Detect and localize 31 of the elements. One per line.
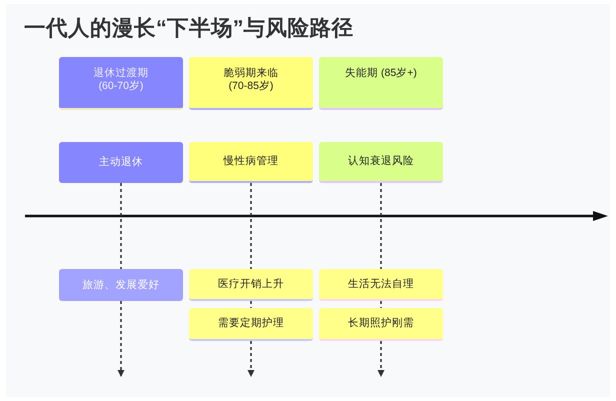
diagram-title: 一代人的漫长“下半场”与风险路径 [24,15,354,42]
phase-label: 退休过渡期 (60-70岁) [92,67,150,93]
event-label: 医疗开销上升 [218,278,284,290]
event-label: 长期照护刚需 [348,317,414,330]
dashed-connector-line [250,183,252,269]
phase-card [189,57,313,110]
dashed-arrow [118,301,124,377]
period-card [319,142,443,183]
phase-label: 脆弱期来临 (70-85岁) [222,67,280,93]
event-label: 需要定期护理 [218,317,284,330]
dashed-connector-line [380,183,382,269]
dashed-connector-line [380,301,382,308]
phase-card [319,57,443,110]
dashed-connector-line [120,183,122,269]
dashed-connector-line [250,301,252,308]
period-card [59,142,183,183]
dashed-arrow [248,341,254,377]
event-label: 旅游、发展爱好 [82,278,160,292]
event-label: 生活无法自理 [348,278,414,290]
phase-card [59,57,183,110]
dashed-arrow [378,341,384,377]
event-card [319,269,443,301]
period-label: 主动退休 [99,156,143,169]
event-card [319,308,443,341]
period-label: 认知衰退风险 [348,155,414,168]
phase-label: 失能期 (85岁+) [345,67,417,80]
event-card [189,269,313,301]
period-label: 慢性病管理 [224,155,278,168]
period-card [189,142,313,183]
event-card [59,269,183,301]
event-card [189,308,313,341]
